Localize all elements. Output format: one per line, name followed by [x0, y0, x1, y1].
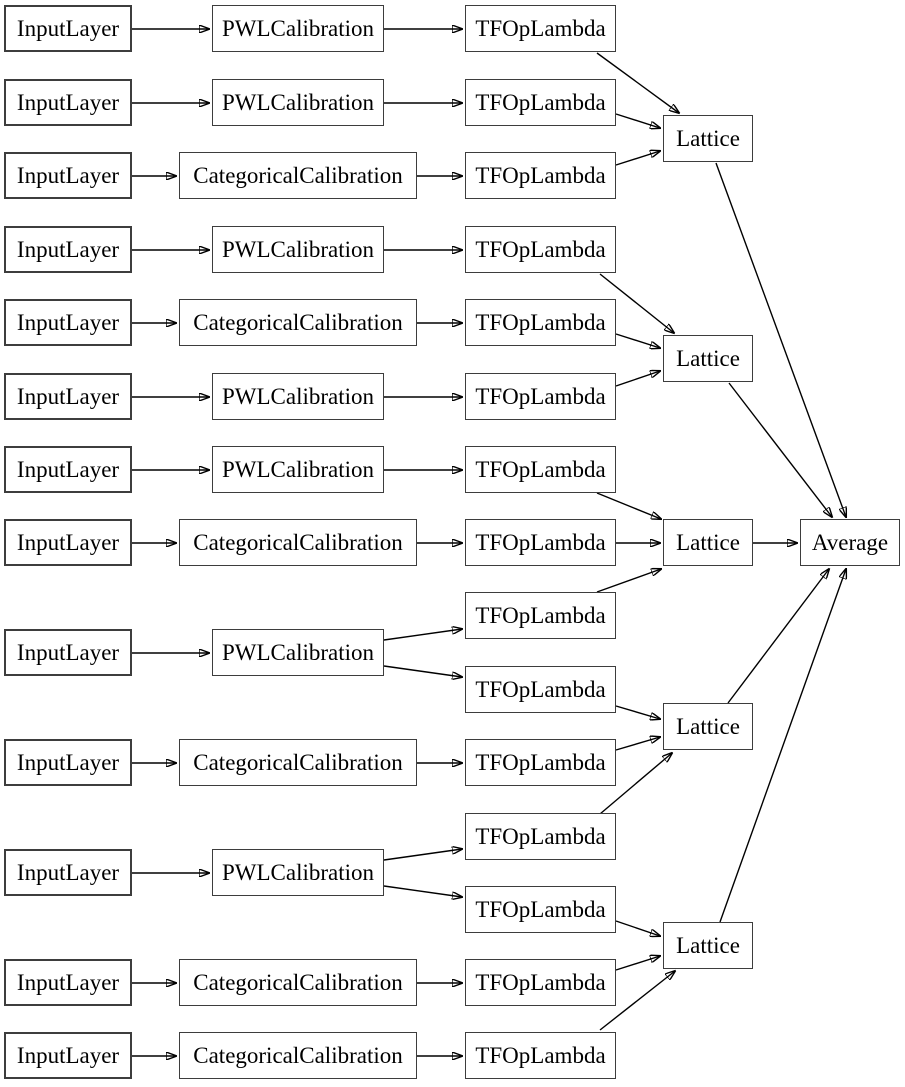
- node-tfoplambda-13: TFOpLambda: [465, 886, 616, 933]
- node-lattice-3: Lattice: [663, 519, 753, 566]
- edge-arrow: [615, 371, 660, 387]
- node-tfoplambda-2: TFOpLambda: [465, 79, 616, 126]
- node-inputlayer-10: InputLayer: [4, 739, 132, 786]
- node-inputlayer-5: InputLayer: [4, 299, 132, 346]
- node-pwlcalibration-4: PWLCalibration: [212, 373, 384, 420]
- node-categoricalcalibration-6: CategoricalCalibration: [179, 1032, 417, 1079]
- edge-arrow: [383, 849, 462, 861]
- node-tfoplambda-5: TFOpLambda: [465, 299, 616, 346]
- edge-arrow: [615, 737, 660, 751]
- node-tfoplambda-3: TFOpLambda: [465, 152, 616, 199]
- edge-arrow: [615, 920, 660, 936]
- node-tfoplambda-10: TFOpLambda: [465, 666, 616, 713]
- node-inputlayer-3: InputLayer: [4, 152, 132, 199]
- node-inputlayer-11: InputLayer: [4, 849, 132, 896]
- node-tfoplambda-14: TFOpLambda: [465, 959, 616, 1006]
- node-inputlayer-7: InputLayer: [4, 446, 132, 493]
- node-categoricalcalibration-3: CategoricalCalibration: [179, 519, 417, 566]
- edge-arrow: [615, 705, 660, 719]
- node-average: Average: [800, 519, 900, 566]
- edge-arrow: [615, 956, 660, 971]
- edge-arrow: [596, 52, 679, 113]
- node-pwlcalibration-3: PWLCalibration: [212, 226, 384, 273]
- edge-arrow: [383, 885, 462, 897]
- node-inputlayer-12: InputLayer: [4, 959, 132, 1006]
- edge-arrow: [596, 569, 661, 593]
- node-tfoplambda-11: TFOpLambda: [465, 739, 616, 786]
- node-pwlcalibration-2: PWLCalibration: [212, 79, 384, 126]
- edge-arrow: [615, 113, 660, 128]
- node-tfoplambda-9: TFOpLambda: [465, 592, 616, 639]
- edge-arrow: [615, 151, 660, 166]
- edge-arrow: [383, 665, 462, 677]
- node-inputlayer-4: InputLayer: [4, 226, 132, 273]
- node-inputlayer-6: InputLayer: [4, 373, 132, 420]
- node-lattice-1: Lattice: [663, 115, 753, 162]
- node-pwlcalibration-5: PWLCalibration: [212, 446, 384, 493]
- node-tfoplambda-4: TFOpLambda: [465, 226, 616, 273]
- node-inputlayer-1: InputLayer: [4, 5, 132, 52]
- node-pwlcalibration-7: PWLCalibration: [212, 849, 384, 896]
- node-pwlcalibration-1: PWLCalibration: [212, 5, 384, 52]
- node-categoricalcalibration-1: CategoricalCalibration: [179, 152, 417, 199]
- edge-arrow: [599, 753, 672, 815]
- edge-arrow: [596, 492, 661, 519]
- node-lattice-2: Lattice: [663, 335, 753, 382]
- node-inputlayer-13: InputLayer: [4, 1032, 132, 1079]
- edge-arrow: [715, 162, 846, 517]
- node-tfoplambda-8: TFOpLambda: [465, 519, 616, 566]
- edge-arrow: [599, 273, 674, 333]
- edge-arrow: [599, 971, 675, 1031]
- edge-arrow: [727, 569, 829, 704]
- edge-arrow: [728, 382, 832, 517]
- node-lattice-4: Lattice: [663, 703, 753, 750]
- node-categoricalcalibration-5: CategoricalCalibration: [179, 959, 417, 1006]
- node-pwlcalibration-6: PWLCalibration: [212, 629, 384, 676]
- edge-arrow: [719, 569, 846, 923]
- node-inputlayer-9: InputLayer: [4, 629, 132, 676]
- node-tfoplambda-15: TFOpLambda: [465, 1032, 616, 1079]
- node-inputlayer-2: InputLayer: [4, 79, 132, 126]
- node-tfoplambda-12: TFOpLambda: [465, 813, 616, 860]
- edge-arrow: [383, 629, 462, 641]
- node-tfoplambda-6: TFOpLambda: [465, 373, 616, 420]
- edge-arrow: [615, 333, 660, 348]
- node-categoricalcalibration-2: CategoricalCalibration: [179, 299, 417, 346]
- node-inputlayer-8: InputLayer: [4, 519, 132, 566]
- node-categoricalcalibration-4: CategoricalCalibration: [179, 739, 417, 786]
- node-lattice-5: Lattice: [663, 922, 753, 969]
- node-tfoplambda-7: TFOpLambda: [465, 446, 616, 493]
- node-tfoplambda-1: TFOpLambda: [465, 5, 616, 52]
